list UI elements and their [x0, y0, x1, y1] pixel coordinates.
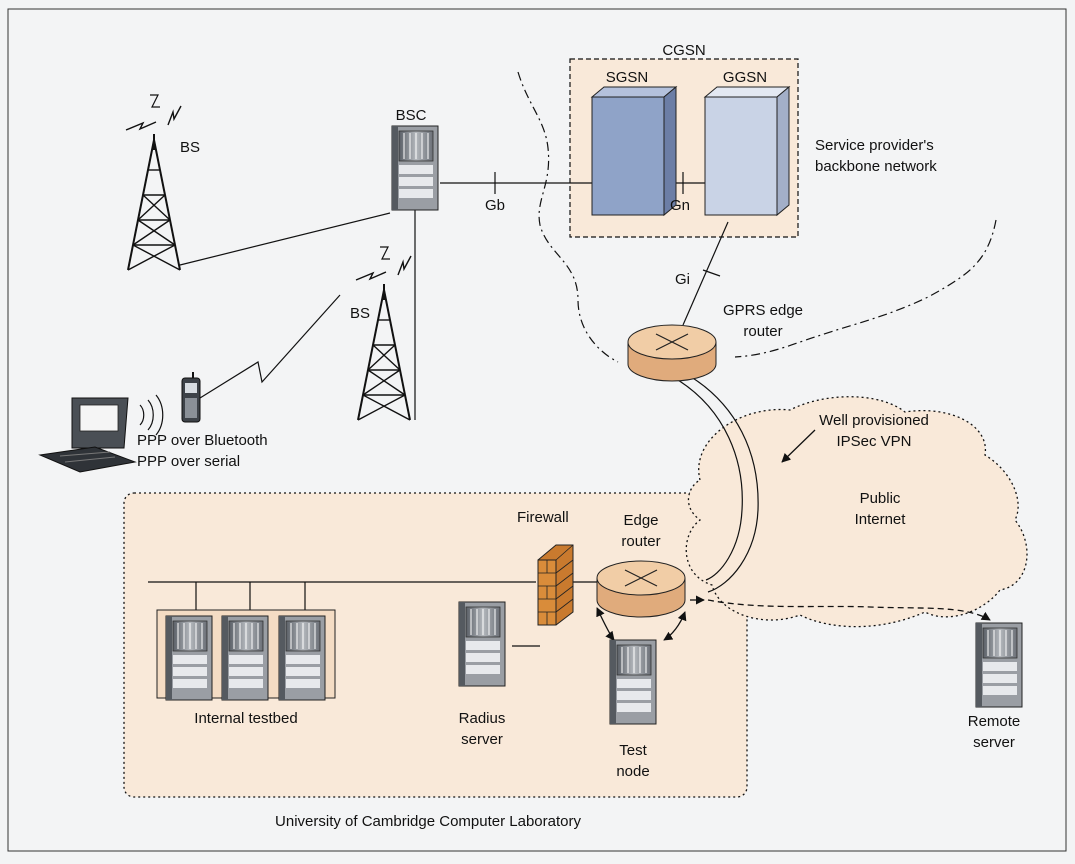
- radius-label-line1: Radius: [459, 710, 506, 727]
- gi-link: [682, 221, 729, 326]
- cgsn-label: CGSN: [662, 42, 705, 59]
- backbone-boundary-right: [734, 219, 997, 358]
- gprs-edge-router-icon: [627, 324, 717, 382]
- radius-label-line2: server: [461, 731, 503, 748]
- ppp-serial-label: PPP over serial: [137, 453, 240, 470]
- bs-top-label: BS: [180, 139, 200, 156]
- mobile-phone-icon: [181, 372, 201, 423]
- radio-wave-top-left-icon: [125, 121, 157, 131]
- ggsn-label: GGSN: [723, 69, 767, 86]
- sgsn-label: SGSN: [606, 69, 649, 86]
- bs-tower-top: [127, 133, 181, 271]
- vpn-label-line2: IPSec VPN: [836, 433, 911, 450]
- bsc-bs-top-link: [179, 212, 391, 266]
- gi-label: Gi: [675, 271, 690, 288]
- university-region: [123, 492, 748, 798]
- remote-server-label-line1: Remote: [968, 713, 1021, 730]
- bluetooth-wave-1-icon: [139, 404, 145, 426]
- vpn-callout-arrow: [781, 429, 816, 463]
- edge-router-label-line1: Edge: [623, 512, 658, 529]
- gb-label: Gb: [485, 197, 505, 214]
- bsc-server-icon: [391, 125, 439, 211]
- sgsn-node: [590, 85, 678, 217]
- radio-wave-mid-left-icon: [355, 271, 387, 281]
- gn-label: Gn: [670, 197, 690, 214]
- gprs-router-label-line1: GPRS edge: [723, 302, 803, 319]
- firewall-icon: [537, 544, 574, 626]
- testbed-server-3-icon: [278, 615, 326, 701]
- remote-server-icon: [975, 622, 1023, 708]
- internet-label-line2: Internet: [855, 511, 907, 528]
- vpn-tunnel-inner: [682, 371, 759, 593]
- backbone-label-line1: Service provider's: [815, 137, 934, 154]
- internet-label-line1: Public: [860, 490, 901, 507]
- backbone-boundary-left: [517, 71, 619, 363]
- edge-router-label-line2: router: [621, 533, 660, 550]
- public-internet-cloud: [685, 396, 1028, 628]
- bsc-label: BSC: [396, 107, 427, 124]
- testbed-server-1-icon: [165, 615, 213, 701]
- internal-testbed-label: Internal testbed: [194, 710, 297, 727]
- bluetooth-wave-3-icon: [155, 394, 164, 436]
- vpn-tunnel-outer: [677, 379, 743, 581]
- testbed-server-2-icon: [221, 615, 269, 701]
- radius-server-icon: [458, 601, 506, 687]
- test-node-label-line2: node: [616, 763, 649, 780]
- test-node-server-icon: [609, 639, 657, 725]
- edge-router-icon: [596, 560, 686, 618]
- ppp-bluetooth-label: PPP over Bluetooth: [137, 432, 268, 449]
- remote-server-label-line2: server: [973, 734, 1015, 751]
- test-node-label-line1: Test: [619, 742, 647, 759]
- bs-wireless-link: [199, 294, 341, 399]
- bs-mid-label: BS: [350, 305, 370, 322]
- laptop-icon: [38, 397, 137, 473]
- gi-tick: [702, 269, 721, 277]
- outer-frame: [7, 8, 1067, 852]
- radio-n-top-icon: [150, 94, 160, 108]
- backbone-label-line2: backbone network: [815, 158, 937, 175]
- vpn-label-line1: Well provisioned: [819, 412, 929, 429]
- radio-wave-mid-right-icon: [397, 255, 412, 276]
- router-testnode-arrow-left: [596, 607, 615, 641]
- firewall-label: Firewall: [517, 509, 569, 526]
- bluetooth-wave-2-icon: [147, 399, 154, 431]
- gprs-router-label-line2: router: [743, 323, 782, 340]
- ggsn-node: [703, 85, 791, 217]
- university-label: University of Cambridge Computer Laborat…: [275, 813, 581, 830]
- router-testnode-arrow-right: [663, 611, 687, 641]
- radio-n-mid-icon: [380, 246, 390, 260]
- radio-wave-top-right-icon: [167, 105, 182, 126]
- remote-server-link: [707, 599, 991, 621]
